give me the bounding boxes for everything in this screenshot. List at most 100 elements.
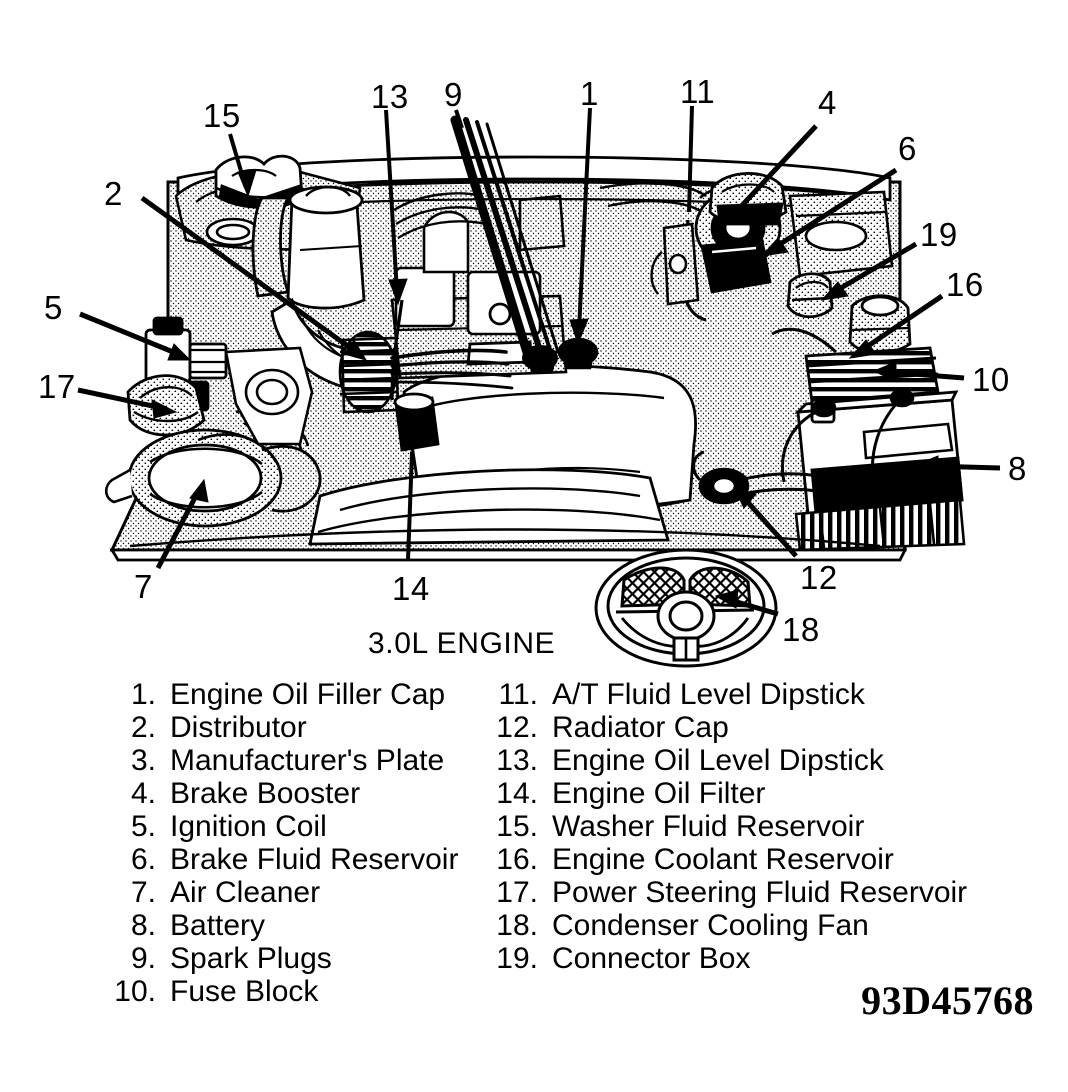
engine-bay-linework (77, 105, 1001, 668)
leader-14 (406, 451, 414, 561)
legend-item-11: 11. A/T Fluid Level Dipstick (486, 678, 967, 711)
radiator-cap (692, 450, 750, 505)
legend-item-4: 4. Brake Booster (104, 777, 458, 810)
callout-number-10: 10 (972, 361, 1010, 398)
legend-number: 17. (496, 876, 538, 909)
alternator-bracket (224, 346, 314, 446)
leader-16 (848, 293, 944, 359)
legend-label: Washer Fluid Reservoir (552, 810, 865, 843)
legend-item-12: 12. Radiator Cap (486, 711, 967, 744)
parts-legend: 1. Engine Oil Filler Cap 2. Distributor … (0, 678, 1068, 1023)
condenser-cooling-fan (594, 548, 778, 668)
leader-19 (820, 241, 918, 301)
legend-number: 16. (496, 843, 538, 876)
legend-label: A/T Fluid Level Dipstick (552, 678, 865, 711)
leader-12 (733, 487, 798, 558)
legend-column-right: 11. A/T Fluid Level Dipstick 12. Radiato… (486, 678, 967, 975)
legend-item-6: 6. Brake Fluid Reservoir (104, 843, 458, 876)
callout-number-8: 8 (1008, 450, 1027, 487)
legend-number: 14. (496, 777, 538, 810)
engine-oil-filter (393, 392, 440, 452)
legend-label: Engine Oil Filler Cap (170, 678, 446, 711)
engine-title: 3.0L ENGINE (368, 627, 556, 660)
coolant-tank-left (286, 185, 366, 310)
leader-8 (914, 455, 1001, 477)
booster-linkage (650, 222, 700, 306)
callout-number-16: 16 (946, 266, 984, 303)
legend-item-19: 19. Connector Box (486, 942, 967, 975)
leader-4 (722, 124, 818, 225)
callout-number-1: 1 (580, 75, 599, 112)
leader-lines (77, 105, 1001, 617)
leader-17 (77, 387, 178, 419)
legend-label: Spark Plugs (170, 942, 332, 975)
callout-number-7: 7 (134, 568, 153, 605)
spark-plug-wires (450, 115, 560, 367)
legend-number: 1. (130, 678, 156, 711)
legend-number: 18. (496, 909, 538, 942)
air-cleaner (104, 428, 322, 528)
callout-number-9: 9 (444, 76, 463, 113)
legend-number: 13. (496, 744, 538, 777)
legend-item-7: 7. Air Cleaner (104, 876, 458, 909)
legend-item-5: 5. Ignition Coil (104, 810, 458, 843)
battery (794, 390, 964, 516)
power-steering-pump (126, 374, 206, 437)
legend-item-10: 10. Fuse Block (104, 975, 458, 1008)
legend-item-13: 13. Engine Oil Level Dipstick (486, 744, 967, 777)
legend-number: 9. (130, 942, 156, 975)
ignition-coil (144, 316, 228, 412)
legend-label: Condenser Cooling Fan (552, 909, 869, 942)
legend-item-3: 3. Manufacturer's Plate (104, 744, 458, 777)
legend-label: Distributor (170, 711, 307, 744)
reference-code: 93D45768 (861, 978, 1034, 1023)
legend-label: Brake Fluid Reservoir (170, 843, 459, 876)
legend-item-14: 14. Engine Oil Filter (486, 777, 967, 810)
callout-number-14: 14 (392, 570, 430, 607)
legend-label: Power Steering Fluid Reservoir (552, 876, 968, 909)
legend-number: 19. (496, 942, 538, 975)
legend-number: 7. (130, 876, 156, 909)
legend-label: Ignition Coil (170, 810, 327, 843)
legend-item-1: 1. Engine Oil Filler Cap (104, 678, 458, 711)
callout-number-4: 4 (818, 84, 837, 121)
firewall-detail (393, 182, 707, 252)
legend-number: 5. (130, 810, 156, 843)
legend-label: Battery (170, 909, 266, 942)
leader-18 (714, 589, 779, 617)
legend-label: Engine Oil Filter (552, 777, 766, 810)
legend-label: Engine Coolant Reservoir (552, 843, 894, 876)
distributor-wire-fan (390, 348, 514, 390)
spark-plug-boot (522, 345, 558, 373)
legend-number: 8. (130, 909, 156, 942)
legend-label: Manufacturer's Plate (170, 744, 445, 777)
legend-item-17: 17. Power Steering Fluid Reservoir (486, 876, 967, 909)
legend-number: 4. (130, 777, 156, 810)
leader-11 (687, 105, 694, 213)
callout-number-5: 5 (44, 289, 63, 326)
callout-number-6: 6 (898, 130, 917, 167)
leader-7 (155, 478, 209, 570)
right-fender-panel (788, 190, 894, 278)
callout-number-15: 15 (203, 97, 241, 134)
legend-label: Brake Booster (170, 777, 361, 810)
legend-item-9: 9. Spark Plugs (104, 942, 458, 975)
legend-item-2: 2. Distributor (104, 711, 458, 744)
callout-number-13: 13 (371, 78, 409, 115)
lower-engine-cover (308, 468, 670, 546)
master-cylinder (700, 238, 772, 294)
leader-10 (872, 361, 965, 383)
callout-number-17: 17 (38, 368, 76, 405)
leader-5 (79, 311, 192, 361)
radiator-hose (739, 472, 853, 502)
legend-label: Connector Box (552, 942, 751, 975)
connector-box (786, 272, 834, 319)
legend-number: 3. (130, 744, 156, 777)
leader-15 (228, 133, 257, 198)
legend-label: Engine Oil Level Dipstick (552, 744, 884, 777)
legend-label: Fuse Block (170, 975, 319, 1008)
legend-number: 12. (496, 711, 538, 744)
leader-13 (384, 109, 408, 306)
leader-1 (569, 107, 592, 346)
